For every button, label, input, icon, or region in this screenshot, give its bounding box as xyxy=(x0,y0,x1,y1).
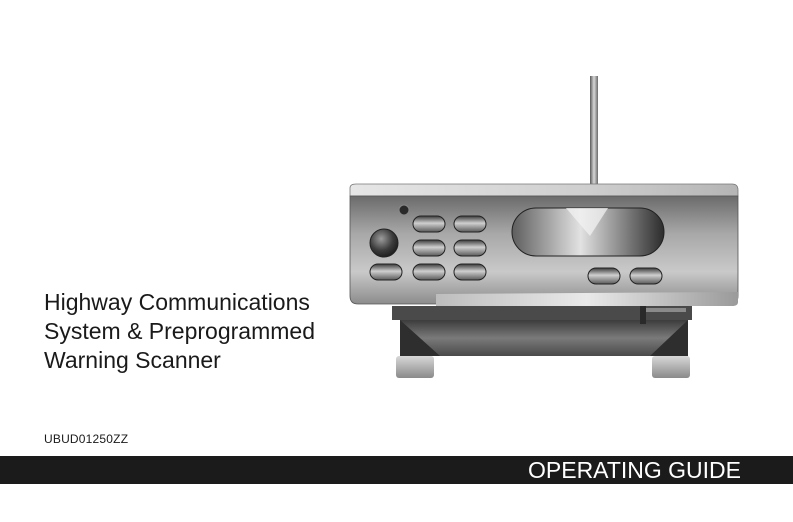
operating-guide-label: OPERATING GUIDE xyxy=(528,457,741,483)
scanner-radio-icon xyxy=(349,76,739,378)
antenna xyxy=(590,76,598,188)
indicator-led xyxy=(398,204,410,216)
mounting-bracket xyxy=(392,302,692,378)
keypad-buttons xyxy=(369,215,663,285)
product-title: Highway Communications System & Preprogr… xyxy=(44,288,344,375)
volume-knob xyxy=(369,228,399,258)
lcd-display xyxy=(511,207,665,257)
footer-bar: OPERATING GUIDE xyxy=(0,456,793,484)
model-number: UBUD01250ZZ xyxy=(44,432,129,446)
title-line: Highway Communications xyxy=(44,289,310,315)
scanner-top-plate xyxy=(349,183,739,197)
title-line: System & Preprogrammed xyxy=(44,318,315,344)
title-line: Warning Scanner xyxy=(44,347,221,373)
